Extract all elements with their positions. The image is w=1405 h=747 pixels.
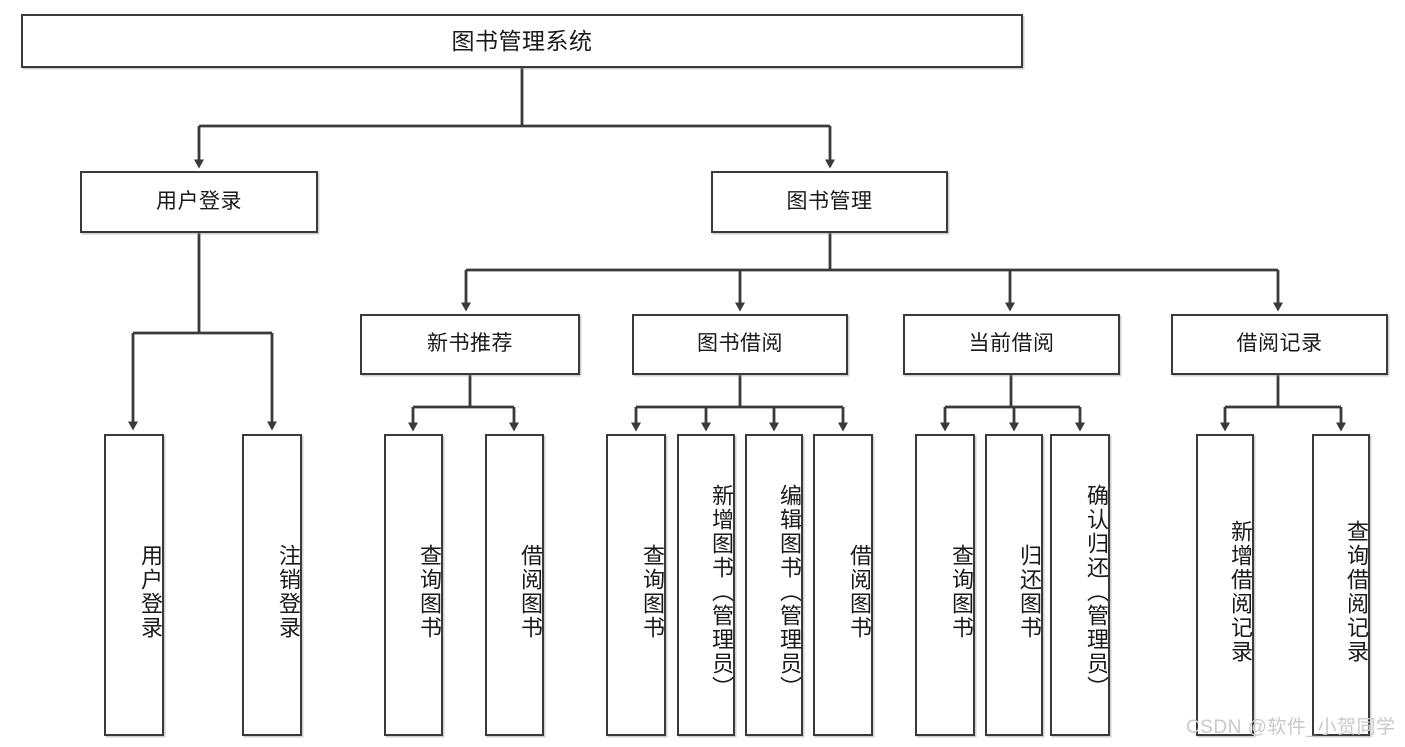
leaf-borrow-record-add-label: 新增借阅记录 (1228, 520, 1253, 664)
leaf-current-borrow-query[interactable]: 查询图书 (915, 434, 975, 736)
node-borrow-records-label: 借阅记录 (1236, 332, 1323, 356)
leaf-current-borrow-confirm-label: 确认归还（管理员） (1084, 484, 1109, 700)
leaf-new-book-query[interactable]: 查询图书 (384, 434, 443, 736)
leaf-book-borrow-borrow[interactable]: 借阅图书 (813, 434, 873, 736)
leaf-book-borrow-add[interactable]: 新增图书（管理员） (677, 434, 735, 736)
node-current-borrow[interactable]: 当前借阅 (903, 314, 1120, 375)
leaf-user-login-login-label: 用户登录 (138, 544, 163, 640)
leaf-borrow-record-add[interactable]: 新增借阅记录 (1196, 434, 1254, 736)
node-borrow-records[interactable]: 借阅记录 (1171, 314, 1388, 375)
node-book-borrow-label: 图书借阅 (697, 332, 783, 356)
watermark: CSDN @软件_小贺同学 (1186, 717, 1396, 738)
node-new-book-recommend-label: 新书推荐 (427, 332, 513, 356)
leaf-borrow-record-query-label: 查询借阅记录 (1344, 520, 1369, 664)
leaf-book-borrow-edit[interactable]: 编辑图书（管理员） (745, 434, 803, 736)
node-book-management-label: 图书管理 (786, 189, 873, 213)
node-user-login[interactable]: 用户登录 (80, 171, 318, 233)
node-book-borrow[interactable]: 图书借阅 (632, 314, 848, 375)
node-root[interactable]: 图书管理系统 (21, 14, 1023, 68)
leaf-new-book-borrow-label: 借阅图书 (518, 544, 543, 640)
leaf-borrow-record-query[interactable]: 查询借阅记录 (1312, 434, 1370, 736)
leaf-current-borrow-confirm[interactable]: 确认归还（管理员） (1050, 434, 1110, 736)
node-user-login-label: 用户登录 (156, 189, 242, 213)
leaf-user-login-login[interactable]: 用户登录 (104, 434, 164, 736)
leaf-current-borrow-return[interactable]: 归还图书 (985, 434, 1043, 736)
leaf-book-borrow-borrow-label: 借阅图书 (847, 544, 872, 640)
node-current-borrow-label: 当前借阅 (968, 332, 1055, 356)
node-new-book-recommend[interactable]: 新书推荐 (360, 314, 580, 375)
leaf-book-borrow-query-label: 查询图书 (640, 544, 665, 640)
leaf-new-book-borrow[interactable]: 借阅图书 (485, 434, 544, 736)
node-book-management[interactable]: 图书管理 (711, 171, 948, 233)
node-root-label: 图书管理系统 (451, 27, 593, 54)
leaf-user-login-logout[interactable]: 注销登录 (242, 434, 302, 736)
leaf-current-borrow-query-label: 查询图书 (949, 544, 974, 640)
leaf-book-borrow-query[interactable]: 查询图书 (606, 434, 666, 736)
leaf-book-borrow-add-label: 新增图书（管理员） (709, 484, 734, 700)
leaf-book-borrow-edit-label: 编辑图书（管理员） (777, 484, 802, 700)
leaf-new-book-query-label: 查询图书 (417, 544, 442, 640)
leaf-user-login-logout-label: 注销登录 (276, 544, 301, 640)
leaf-current-borrow-return-label: 归还图书 (1017, 544, 1042, 640)
